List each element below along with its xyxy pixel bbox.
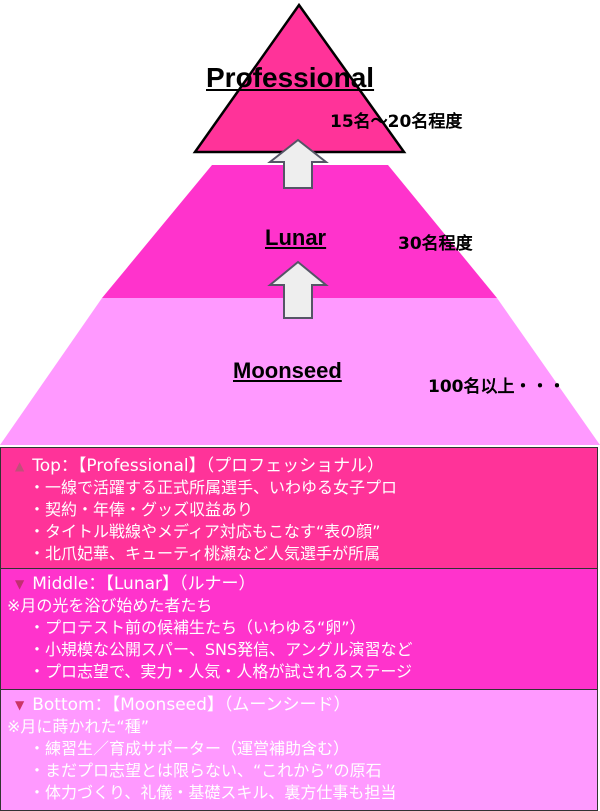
list-item: ・練習生／育成サポーター（運営補助含む） bbox=[29, 739, 350, 758]
list-item: ・契約・年俸・グッズ収益あり bbox=[29, 500, 254, 519]
up-arrow-icon bbox=[267, 260, 329, 319]
tier-count-moonseed: 100名以上・・・ bbox=[428, 377, 566, 397]
list-item: ・体力づくり、礼儀・基礎スキル、裏方仕事も担当 bbox=[29, 783, 397, 802]
bottom-tier-description: ▼ Bottom：【Moonseed】（ムーンシード） ※月に蒔かれた“種” ・練… bbox=[0, 689, 598, 811]
up-arrow-icon bbox=[267, 138, 329, 189]
top-tier-description: ▲ Top：【Professional】（プロフェッショナル） ・一線で活躍する正… bbox=[0, 447, 598, 569]
list-item: ・プロ志望で、実力・人気・人格が試されるステージ bbox=[29, 662, 413, 681]
list-item: ・小規模な公開スパー、SNS発信、アングル演習など bbox=[29, 640, 413, 659]
pyramid-diagram bbox=[0, 2, 600, 445]
bottom-tier-heading: Bottom：【Moonseed】（ムーンシード） bbox=[32, 695, 351, 715]
tier-label-professional: Professional bbox=[206, 62, 375, 93]
tier-note: ※月に蒔かれた“種” bbox=[7, 717, 149, 736]
tier-label-lunar: Lunar bbox=[265, 225, 327, 250]
tier-count-professional: 15名～20名程度 bbox=[330, 112, 463, 132]
list-item: ・タイトル戦線やメディア対応もこなす“表の顔” bbox=[29, 522, 381, 541]
list-item: ・北爪妃華、キューティ桃瀬など人気選手が所属 bbox=[29, 544, 381, 563]
list-item: ・一線で活躍する正式所属選手、いわゆる女子プロ bbox=[29, 478, 398, 497]
tier-label-moonseed: Moonseed bbox=[233, 358, 342, 383]
tier-count-lunar: 30名程度 bbox=[398, 234, 473, 254]
triangle-down-icon: ▼ bbox=[15, 698, 25, 712]
triangle-down-icon: ▼ bbox=[15, 577, 25, 591]
middle-tier-description: ▼ Middle：【Lunar】（ルナー） ※月の光を浴び始めた者たち ・プロテス… bbox=[0, 568, 598, 690]
list-item: ・まだプロ志望とは限らない、“これから”の原石 bbox=[29, 761, 382, 780]
triangle-up-icon: ▲ bbox=[15, 459, 25, 473]
tier-note: ※月の光を浴び始めた者たち bbox=[7, 596, 213, 615]
pyramid-bottom-tier bbox=[0, 298, 600, 445]
pyramid-middle-tier bbox=[102, 165, 497, 298]
top-tier-heading: Top：【Professional】（プロフェッショナル） bbox=[32, 456, 385, 476]
middle-tier-heading: Middle：【Lunar】（ルナー） bbox=[32, 574, 256, 594]
list-item: ・プロテスト前の候補生たち（いわゆる“卵”） bbox=[29, 618, 366, 637]
